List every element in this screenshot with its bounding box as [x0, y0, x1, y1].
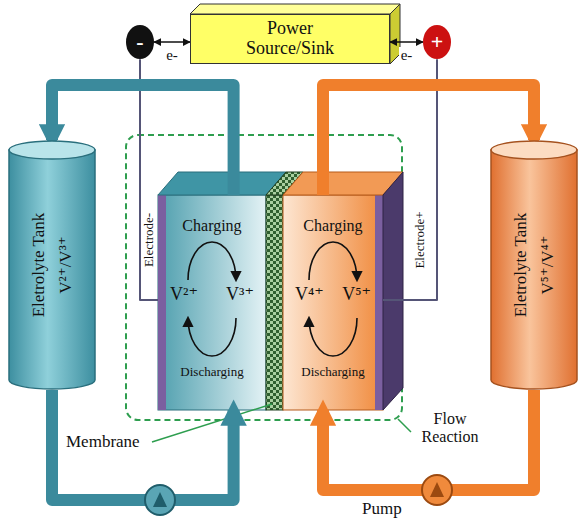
node-text: Discharging [158, 365, 266, 379]
node-text: Charging [158, 217, 266, 235]
cell-side [383, 172, 403, 410]
electrolyte-pipe [323, 390, 534, 490]
negative-half-cell [158, 195, 266, 410]
node-text: Eletrolyte Tank [30, 213, 49, 318]
discharging-arrow [309, 318, 357, 356]
node-text: - [126, 30, 154, 54]
positive-terminal: + [423, 25, 451, 59]
tank-cylinder [8, 140, 96, 390]
positive-cell-top [283, 172, 403, 195]
negative-half-cell: ChargingV²⁺ V³⁺ Discharging [158, 195, 266, 410]
node-text: V²⁺/V³⁺ [57, 236, 76, 293]
leader-line [398, 419, 411, 432]
electrolyte-pipe [52, 390, 234, 500]
power-box-top [190, 4, 400, 14]
electrolyte-tank: Eletrolyte Tank V⁵⁺/V⁴⁺ [490, 140, 578, 390]
node-text: V³⁺ [226, 285, 254, 305]
charging-arrow [188, 242, 236, 280]
electrode-label: Electrode+ [413, 211, 427, 268]
flow-reaction-label: Flow Reaction [413, 410, 487, 445]
node-text: Power Source/Sink [234, 19, 346, 59]
discharging-arrow [188, 318, 236, 356]
positive-electrode [375, 195, 383, 410]
pump-symbol [422, 475, 452, 505]
electron-arrow [154, 41, 190, 43]
electrolyte-tank: Eletrolyte Tank V²⁺/V³⁺ [8, 140, 96, 390]
positive-half-cell [283, 195, 383, 410]
node-text: Discharging [283, 365, 383, 379]
negative-electrode [158, 195, 166, 410]
negative-cell-top [158, 172, 286, 195]
edge-label: e- [399, 47, 415, 64]
tank-cylinder [490, 140, 578, 390]
node-text: V⁵⁺ [342, 285, 371, 305]
electrode-wire [140, 59, 158, 300]
pump-label: Pump [362, 500, 402, 519]
flow-reaction-boundary [126, 135, 402, 420]
node-text: V⁵⁺/V⁴⁺ [539, 235, 558, 294]
pump-symbol [145, 485, 175, 515]
node-text: Eletrolyte Tank [512, 213, 531, 318]
power-source-box: Power Source/Sink [190, 14, 390, 64]
electrode-wire [383, 59, 437, 300]
node-text: V²⁺ [170, 285, 198, 305]
negative-terminal: - [126, 25, 154, 59]
membrane-label: Membrane [66, 433, 140, 452]
positive-half-cell: ChargingV⁴⁺ V⁵⁺ Discharging [283, 195, 383, 410]
node-text: Charging [283, 217, 383, 235]
node-text: + [423, 30, 451, 54]
node-text: V⁴⁺ [295, 285, 324, 305]
electron-arrow [390, 41, 423, 43]
charging-arrow [309, 242, 357, 280]
membrane [266, 195, 283, 410]
leader-line [152, 404, 272, 442]
edge-label: e- [164, 47, 180, 64]
electrode-label: Electrode- [142, 213, 156, 267]
